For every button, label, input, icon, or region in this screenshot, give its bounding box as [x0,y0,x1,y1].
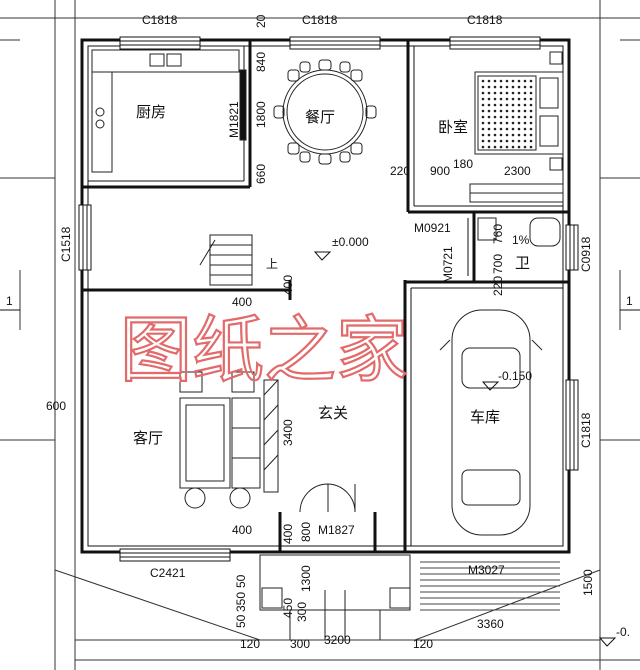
level-outside: -0. [616,625,630,639]
dim-stair-400: 400 [281,275,295,295]
dim-entry-400b: 400 [281,524,295,544]
window-label-top-3: C1818 [467,13,503,27]
walls [80,38,571,554]
dim-bed-900: 900 [430,164,450,178]
dining-table [273,59,377,165]
window-label-top-1: C1818 [142,13,178,27]
dim-porch-50b: 50 [234,614,248,628]
watermark: 图纸之家 [120,308,408,392]
kitchen-fixtures [91,49,247,173]
windows [78,36,579,562]
dim-porch-1500: 1500 [581,569,595,596]
dim-porch-300: 300 [295,602,309,622]
dim-entry-400: 400 [232,523,252,537]
axis-label-left: 1 [6,294,13,308]
room-living: 客厅 [133,429,163,447]
window-label-bath: C0918 [579,236,593,272]
dim-bottom-3200: 3200 [324,633,351,647]
dim-porch-50: 50 [234,574,248,588]
dim-dining-1800: 1800 [254,101,268,128]
door-label-garage: M3027 [468,563,505,577]
window-label-left: C1518 [59,226,73,262]
door-label-kitchen: M1821 [227,101,241,138]
room-bedroom: 卧室 [438,118,468,136]
dim-top-20: 20 [254,14,268,28]
window-label-bottom: C2421 [150,566,186,580]
sofa-set [179,371,279,509]
room-bath: 卫 [515,254,530,272]
level-main: ±0.000 [332,235,369,249]
dim-left-600: 600 [46,399,66,413]
bath-fixtures [477,217,561,247]
dim-bath-220: 220 [491,276,505,296]
car [439,309,543,536]
dim-porch-450: 450 [281,598,295,618]
level-garage: -0.150 [498,369,532,383]
dim-bed-220: 220 [390,164,410,178]
bath-slope: 1% [512,233,530,247]
dim-porch-350: 350 [234,592,248,612]
room-kitchen: 厨房 [136,103,166,121]
level-markers [313,251,617,647]
dim-porch-1300: 1300 [299,565,313,592]
stair-up-label: 上 [266,257,278,271]
window-label-top-2: C1818 [302,13,338,27]
entry-door [299,483,356,513]
room-dining: 餐厅 [305,108,335,126]
dim-stair-400b: 400 [232,295,252,309]
dim-bed-2300: 2300 [504,164,531,178]
dim-bottom-120: 120 [240,637,260,651]
dim-bottom-3360: 3360 [477,617,504,631]
dim-bath-700: 700 [491,254,505,274]
dim-dining-660: 660 [254,164,268,184]
dim-bottom-300: 300 [290,637,310,651]
door-label-bedroom: M0921 [414,221,451,235]
door-label-bath: M0721 [441,246,455,283]
dim-bottom-120b: 120 [413,637,433,651]
dim-dining-840: 840 [254,52,268,72]
room-foyer: 玄关 [318,404,348,422]
bed [474,51,564,171]
door-label-entry: M1827 [318,523,355,537]
dim-bed-180: 180 [453,157,473,171]
garage-ramp [420,561,560,611]
dim-entry-800: 800 [299,522,313,542]
dim-foyer-3400: 3400 [281,419,295,446]
wardrobe [469,183,564,203]
stairs [199,234,253,286]
room-garage: 车库 [470,408,500,426]
window-label-garage: C1818 [579,412,593,448]
dim-bath-760: 760 [491,224,505,244]
axis-label-right: 1 [626,294,633,308]
porch [259,554,411,640]
